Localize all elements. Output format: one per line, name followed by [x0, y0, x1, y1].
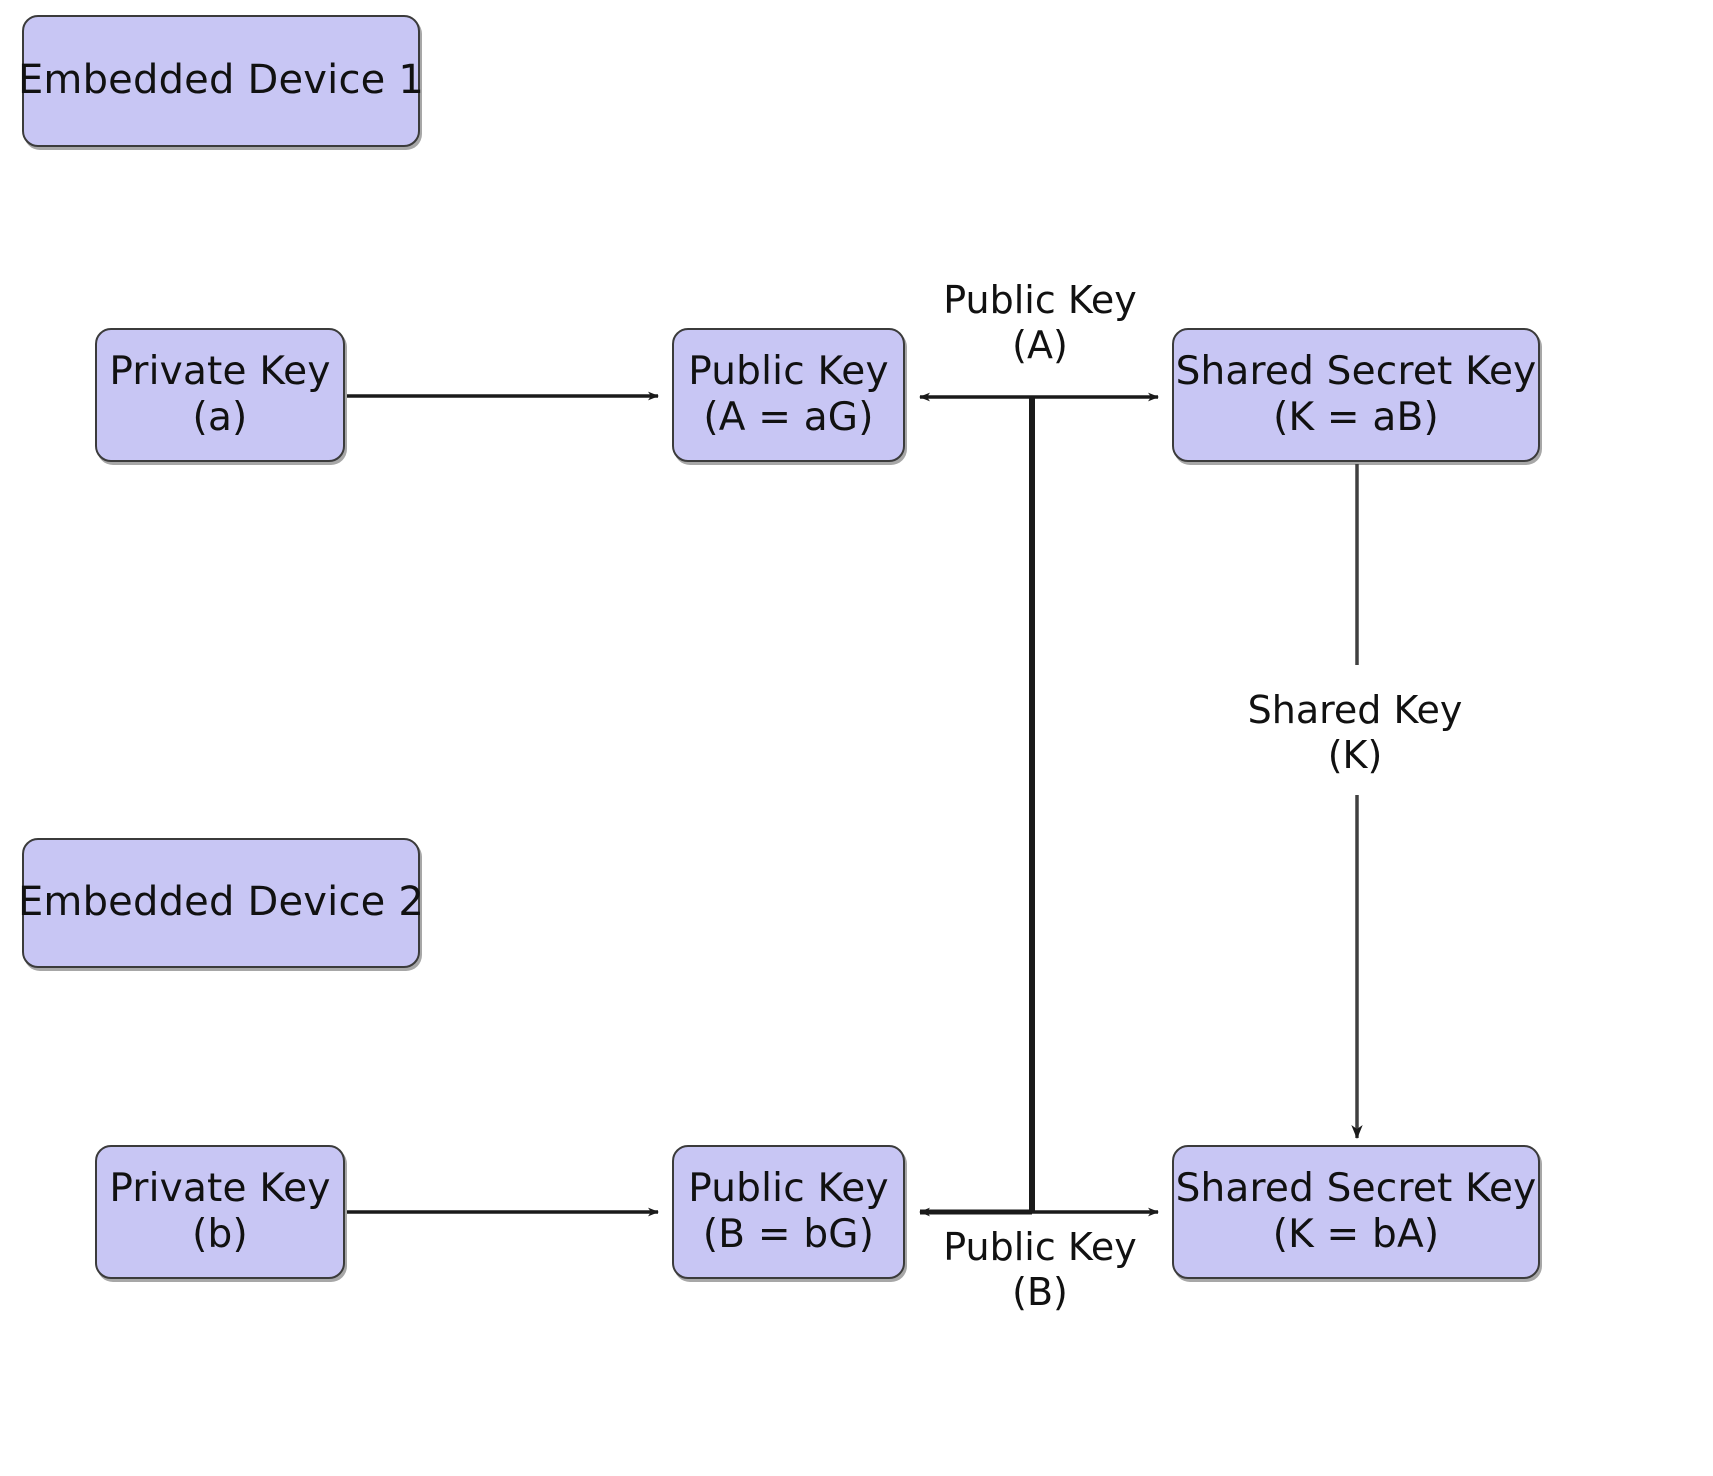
- edge-label-public-key-b: Public Key (B): [880, 1225, 1200, 1315]
- node-label-line1: Public Key: [688, 348, 889, 394]
- node-shared-secret-key-a[interactable]: Shared Secret Key (K = aB): [1172, 328, 1540, 462]
- edge-label-line2: (B): [1012, 1269, 1068, 1314]
- node-label-line1: Shared Secret Key: [1175, 348, 1537, 394]
- edge-label-line1: Public Key: [943, 278, 1137, 322]
- node-label-line1: Public Key: [688, 1165, 889, 1211]
- node-label-line1: Embedded Device 2: [17, 879, 425, 926]
- edge-label-public-key-a: Public Key (A): [880, 278, 1200, 368]
- node-embedded-device-2[interactable]: Embedded Device 2: [18, 838, 424, 968]
- edge-label-shared-key-k: Shared Key (K): [1195, 688, 1515, 778]
- edge-label-line1: Shared Key: [1247, 688, 1463, 732]
- node-public-key-b[interactable]: Public Key (B = bG): [672, 1145, 905, 1279]
- node-private-key-b[interactable]: Private Key (b): [95, 1145, 345, 1279]
- node-shared-secret-key-b[interactable]: Shared Secret Key (K = bA): [1172, 1145, 1540, 1279]
- node-label-line2: (b): [192, 1212, 248, 1257]
- node-label-line2: (K = aB): [1273, 395, 1439, 440]
- node-private-key-a[interactable]: Private Key (a): [95, 328, 345, 462]
- node-label-line2: (a): [192, 395, 248, 440]
- node-label-line1: Private Key: [109, 1165, 331, 1211]
- node-label-line1: Private Key: [109, 348, 331, 394]
- node-embedded-device-1[interactable]: Embedded Device 1: [18, 15, 424, 147]
- edge-label-line2: (K): [1327, 732, 1383, 777]
- node-label-line1: Shared Secret Key: [1175, 1165, 1537, 1211]
- node-public-key-a[interactable]: Public Key (A = aG): [672, 328, 905, 462]
- node-label-line2: (B = bG): [702, 1212, 875, 1257]
- node-label-line2: (K = bA): [1272, 1212, 1440, 1257]
- node-label-line2: (A = aG): [703, 395, 874, 440]
- edge-label-line1: Public Key: [943, 1225, 1137, 1269]
- node-label-line1: Embedded Device 1: [17, 57, 425, 104]
- edge-label-line2: (A): [1012, 322, 1068, 367]
